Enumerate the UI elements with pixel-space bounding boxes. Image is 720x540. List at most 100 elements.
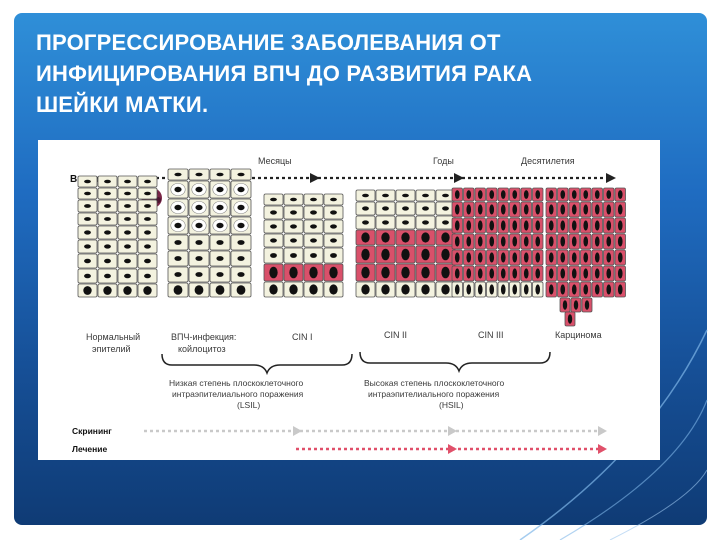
- cin1-cell: [263, 247, 284, 264]
- cin3-cell: [532, 265, 544, 282]
- hpv-cell: [167, 266, 189, 283]
- carcinoma-cell: [568, 217, 580, 234]
- title-line-1: ПРОГРЕССИРОВАНИЕ ЗАБОЛЕВАНИЯ ОТ: [36, 30, 501, 55]
- cin2-cell: [395, 189, 416, 202]
- cin3-cell: [474, 281, 486, 298]
- cin1-cell: [303, 281, 324, 298]
- cin3-cell: [532, 233, 544, 250]
- hpv-cell: [167, 250, 189, 267]
- carcinoma-cell: [603, 249, 615, 266]
- carcinoma-cell: [580, 217, 592, 234]
- cin3-cell: [509, 217, 521, 234]
- cin2-cell: [375, 281, 396, 298]
- cin1-cell: [263, 205, 284, 220]
- carcinoma-cell: [545, 187, 557, 202]
- cin2-cell: [395, 245, 416, 264]
- cin2-cell: [355, 281, 376, 298]
- normal-cell: [97, 283, 118, 298]
- hsil-line-3: (HSIL): [439, 400, 464, 410]
- cin3-cell: [486, 187, 498, 202]
- cin1-cell: [283, 193, 304, 206]
- hpv-cell: [167, 198, 189, 217]
- cin3-cell: [474, 233, 486, 250]
- carcinoma-cell: [591, 217, 603, 234]
- normal-cell: [97, 268, 118, 284]
- normal-cell: [117, 239, 138, 254]
- cin3-cell: [451, 217, 463, 234]
- cin2-cell: [415, 189, 436, 202]
- cin2-cell: [395, 281, 416, 298]
- carcinoma-cell: [568, 201, 580, 218]
- hpv-cell: [209, 216, 231, 235]
- cin1-cell: [303, 247, 324, 264]
- cin3-cell: [497, 281, 509, 298]
- carcinoma-cell: [545, 201, 557, 218]
- cin3-cell: [509, 187, 521, 202]
- carcinoma-cell: [603, 281, 615, 298]
- months-label: Месяцы: [258, 156, 292, 166]
- cin3-cell: [451, 233, 463, 250]
- cin3-cell: [474, 265, 486, 282]
- hpv-cell: [230, 282, 252, 298]
- hpv-cell: [230, 250, 252, 267]
- hpv-cell: [188, 168, 210, 181]
- normal-cell: [117, 212, 138, 226]
- normal-cell: [137, 253, 158, 269]
- carcinoma-cell: [545, 217, 557, 234]
- cin3-cell: [509, 201, 521, 218]
- hpv-cell: [230, 234, 252, 251]
- cin3-cell: [532, 281, 544, 298]
- lsil-bracket: [161, 353, 353, 376]
- carcinoma-cell: [603, 217, 615, 234]
- figure-svg: Время Месяцы Годы Десятилетия Нормальный…: [70, 156, 626, 454]
- cin1-cell: [303, 233, 324, 248]
- normal-cell: [97, 187, 118, 200]
- cin3-cell: [532, 201, 544, 218]
- normal-cell: [117, 283, 138, 298]
- normal-cell: [77, 239, 98, 254]
- stage-hpv-label-1: ВПЧ-инфекция:: [171, 332, 236, 342]
- stage-cin1-label: CIN I: [292, 332, 313, 342]
- normal-cell: [77, 199, 98, 213]
- cin3-cell: [463, 233, 475, 250]
- cin2-cell: [375, 215, 396, 230]
- normal-cell: [117, 268, 138, 284]
- carcinoma-cell: [603, 201, 615, 218]
- carcinoma-cell: [591, 233, 603, 250]
- carcinoma-cell: [580, 249, 592, 266]
- carcinoma-invasive-cell: [581, 297, 593, 313]
- carcinoma-cell: [603, 187, 615, 202]
- cin1-cell: [323, 281, 344, 298]
- cin3-cell: [451, 281, 463, 298]
- cin2-cell: [435, 281, 456, 298]
- stage-normal-label-2: эпителий: [92, 344, 131, 354]
- cin3-cell: [520, 249, 532, 266]
- treatment-arrow-1: [448, 444, 457, 454]
- normal-cell: [97, 225, 118, 240]
- carcinoma-cell: [545, 281, 557, 298]
- cin1-cell: [283, 205, 304, 220]
- lsil-line-2: интраэпителиального поражения: [172, 389, 304, 399]
- hpv-cell: [188, 250, 210, 267]
- normal-cell: [137, 199, 158, 213]
- cin2-cell: [415, 281, 436, 298]
- cin2-cell: [355, 245, 376, 264]
- treatment-arrow-2: [598, 444, 607, 454]
- cin3-cell: [497, 217, 509, 234]
- hpv-cell: [230, 180, 252, 199]
- title-line-3: ШЕЙКИ МАТКИ.: [36, 92, 209, 117]
- cin3-cell: [520, 233, 532, 250]
- cell-columns: [77, 168, 626, 327]
- normal-cell: [97, 199, 118, 213]
- hpv-cell: [209, 234, 231, 251]
- hpv-cell: [230, 216, 252, 235]
- cin2-cell: [375, 245, 396, 264]
- cin2-cell: [395, 215, 416, 230]
- normal-cell: [97, 253, 118, 269]
- screening-arrow-1: [293, 426, 302, 436]
- cin3-cell: [463, 281, 475, 298]
- cin3-cell: [474, 249, 486, 266]
- cin3-cell: [463, 249, 475, 266]
- normal-cell: [137, 175, 158, 188]
- hsil-line-1: Высокая степень плоскоклеточного: [364, 378, 505, 388]
